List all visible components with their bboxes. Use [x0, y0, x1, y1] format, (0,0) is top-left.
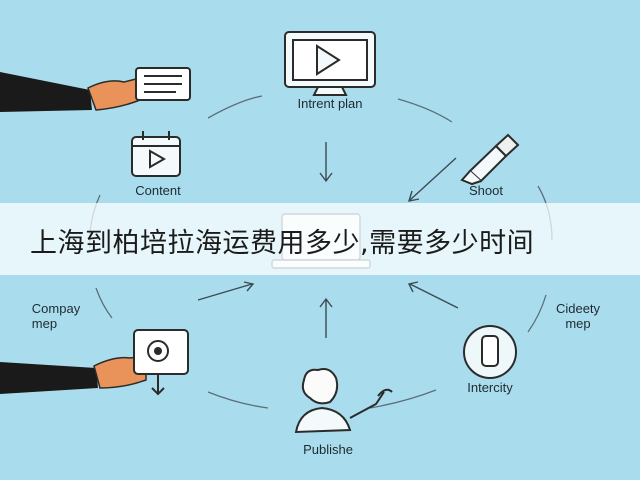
label-publish: Publishe	[303, 442, 353, 457]
label-company-line2: mep	[31, 316, 58, 331]
arrow-icon	[407, 157, 457, 202]
arrow-down-icon	[319, 142, 333, 183]
arc-segment	[397, 98, 453, 123]
label-interactivity: Intercity	[467, 380, 513, 395]
arc-segment	[207, 391, 269, 409]
monitor-play-icon	[284, 31, 376, 96]
phone-icon	[463, 325, 517, 379]
label-shoot: Shoot	[469, 183, 503, 198]
hand-holding-document-icon	[0, 67, 191, 112]
label-company-line1: Compay	[31, 301, 81, 316]
label-content: Content	[135, 183, 181, 198]
cycle-arcs	[89, 95, 553, 409]
label-cideety-map: Cideety mep	[556, 301, 600, 331]
arrow-up-icon	[319, 297, 333, 338]
arrow-icon	[407, 281, 459, 309]
arc-segment	[95, 287, 113, 319]
center-arrows	[197, 142, 459, 338]
banner-title: 上海到柏培拉海运费用多少,需要多少时间	[30, 228, 535, 259]
label-intent-plan: Intrent plan	[297, 96, 363, 111]
title-banner	[0, 203, 640, 275]
calendar-play-icon	[131, 131, 181, 177]
arc-segment	[207, 95, 263, 119]
label-cideety-line2: mep	[565, 316, 591, 331]
arc-segment	[369, 389, 437, 409]
person-icon	[294, 368, 393, 434]
label-cideety-line1: Cideety	[555, 301, 601, 316]
label-company-map: Compay mep	[32, 301, 80, 331]
brush-icon	[460, 133, 520, 186]
hand-holding-camera-icon	[0, 329, 189, 396]
arrow-icon	[197, 281, 255, 301]
arc-segment	[527, 294, 547, 333]
